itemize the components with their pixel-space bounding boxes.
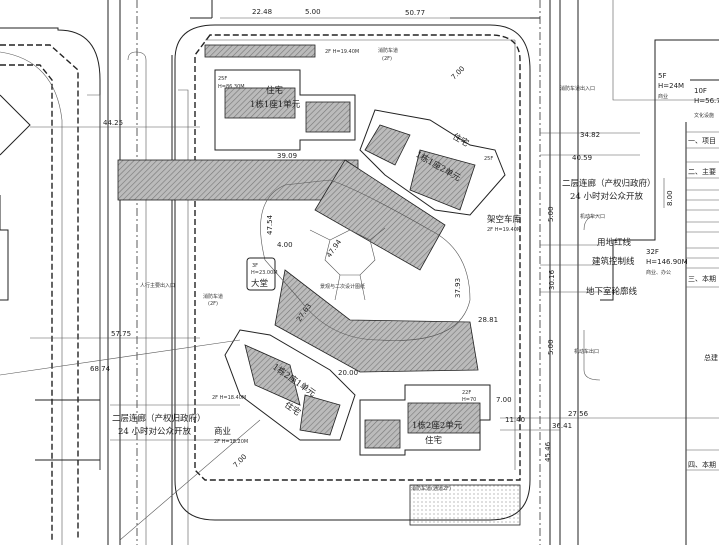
building-labels: 25F H=86.30M 住宅 1栋1座1单元 住宅 1栋1座2单元 25F 1… <box>218 76 493 446</box>
dim-label: 47.54 <box>266 214 274 235</box>
garage-height: 2F H=19.40M <box>487 227 521 233</box>
neighbor-buildings <box>600 65 719 545</box>
dim-label: 34.82 <box>580 131 600 139</box>
dim-label: 39.09 <box>277 152 297 160</box>
neighbor-height: H=56.7 <box>694 97 719 105</box>
dim-label: 11.40 <box>505 416 525 424</box>
podium-bridge-lower <box>274 269 479 373</box>
dim-label: 40.59 <box>572 154 592 162</box>
dim-label: 7.00 <box>450 65 467 82</box>
dim-label: 36.41 <box>552 422 572 430</box>
neighbor-use: 文化设施 <box>694 112 714 119</box>
building-floors: 25F <box>218 76 227 82</box>
dim-label: 4.00 <box>277 241 293 249</box>
landscape-label: 景观与二次设计图纸 <box>320 283 365 290</box>
basement-outline-label: 地下室轮廓线 <box>586 286 638 297</box>
dim-label: 68.74 <box>90 365 111 373</box>
vehicle-entrance-label: 机动车入口 <box>580 213 605 220</box>
neighbor-floors: 32F <box>646 248 659 256</box>
left-neighbor-block <box>0 27 101 545</box>
lobby-floors: 3F <box>252 263 258 269</box>
building-floors: 22F <box>462 390 471 396</box>
commercial-height: 2F H=18.20M <box>214 439 248 445</box>
building-height: H=86.30M <box>218 84 245 90</box>
fire-lane-dotted <box>409 484 521 526</box>
pedestrian-entrance-label: 人行主要出入口 <box>140 282 175 289</box>
fire-lane-top-label: 消防车道 <box>378 47 398 54</box>
neighbor-labels: 5F H=24M 商业 10F H=56.7 文化设施 32F H=146.90… <box>646 72 719 276</box>
lobby-height: H=23.00M <box>251 270 278 276</box>
commercial2-height: 2F H=18.40M <box>212 395 246 401</box>
neighbor-floors: 5F <box>658 72 666 80</box>
site-boundary <box>174 24 531 521</box>
fire-lane-top-floor: (2F) <box>382 56 392 62</box>
building-name: 住宅 <box>451 131 471 149</box>
dim-label: 5.00 <box>305 8 321 16</box>
building-1-2 <box>359 109 506 216</box>
dim-label: 27.56 <box>568 410 589 418</box>
dim-label: 8.00 <box>666 190 674 206</box>
building-floors: 25F <box>484 156 493 162</box>
dim-label: 30.16 <box>548 269 556 290</box>
fire-lane-left-floor: (2F) <box>208 301 218 307</box>
building-2-1 <box>224 329 356 441</box>
neighbor-floors: 10F <box>694 87 707 95</box>
lobby-label: 大堂 <box>251 278 268 289</box>
building-unit: 1栋1座1单元 <box>250 99 301 110</box>
neighbor-use: 商业 <box>658 93 668 100</box>
data-table: 一、项目 二、主要 三、本期 总建 四、本期 <box>688 137 718 469</box>
dim-label: 44.25 <box>103 119 123 127</box>
road-lines <box>107 0 719 545</box>
central-landscape <box>260 179 471 341</box>
corridor-label-right-2: 24 小时对公众开放 <box>570 191 644 202</box>
building-2-2 <box>359 384 491 456</box>
corridor-label-left: 二层连廊（产权归政府） <box>112 413 206 424</box>
vehicle-exit-label: 机动车出口 <box>574 348 599 355</box>
annotation-labels: 消防车道出入口 二层连廊（产权归政府） 24 小时对公众开放 机动车入口 机动车… <box>112 47 656 492</box>
top-strip-hatch <box>204 44 316 58</box>
red-line-label: 用地红线 <box>597 237 632 248</box>
table-cell: 总建 <box>704 353 718 362</box>
building-1-1 <box>214 69 356 151</box>
podium-bridge-upper <box>314 159 446 271</box>
dim-label: 7.00 <box>232 453 249 470</box>
dimension-lines <box>0 17 719 541</box>
lobby-box <box>246 257 276 291</box>
fire-lane-bottom-label: 消防车道(通道2F) <box>411 485 451 492</box>
building-height: H=70 <box>462 397 476 403</box>
neighbor-use: 商业、办公 <box>646 269 671 276</box>
dim-label: 28.81 <box>478 316 498 324</box>
corridor-label-left-2: 24 小时对公众开放 <box>118 426 192 437</box>
dim-label: 22.48 <box>252 8 272 16</box>
building-name: 住宅 <box>266 85 283 96</box>
table-section: 四、本期 <box>688 460 716 469</box>
fire-lane-entrance-label: 消防车道出入口 <box>560 85 595 92</box>
table-section: 一、项目 <box>688 137 716 145</box>
dim-label: 5.00 <box>547 339 555 355</box>
dim-label: 57.75 <box>111 330 131 338</box>
commercial-label: 商业 <box>214 426 231 437</box>
table-section: 三、本期 <box>688 274 716 283</box>
dim-label: 50.77 <box>405 9 425 17</box>
garage-label: 架空车库 <box>487 214 522 225</box>
corridor-label-right: 二层连廊（产权归政府） <box>562 178 656 189</box>
dim-label: 45.46 <box>544 441 552 462</box>
dim-label: 20.00 <box>338 369 358 377</box>
dim-label: 7.00 <box>496 396 512 404</box>
corridor-hatch-top <box>117 159 359 201</box>
podium-top-height: 2F H=19.40M <box>325 49 359 55</box>
neighbor-height: H=24M <box>658 82 684 90</box>
fire-lane-left-label: 消防车道 <box>203 293 223 300</box>
control-line-label: 建筑控制线 <box>592 256 635 267</box>
dim-label: 5.00 <box>547 206 555 222</box>
building-name: 住宅 <box>425 435 442 446</box>
dim-label: 37.93 <box>454 278 462 298</box>
building-unit: 1栋2座2单元 <box>412 420 463 431</box>
neighbor-height: H=146.90M <box>646 258 688 266</box>
table-section: 二、主要 <box>688 167 716 176</box>
